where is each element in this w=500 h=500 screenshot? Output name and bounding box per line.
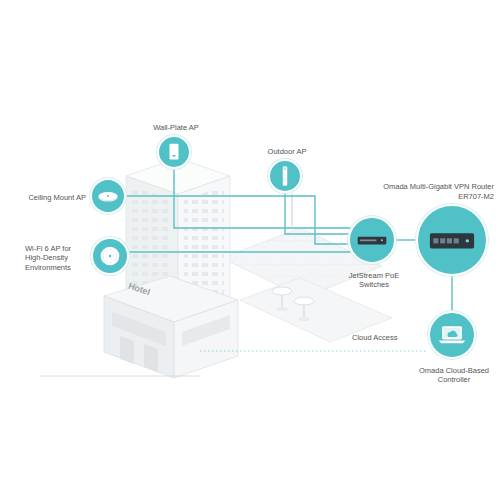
device-icon (92, 180, 124, 212)
device-icon (270, 161, 300, 191)
node-label: Wall-Plate AP (153, 123, 199, 132)
device-icon (159, 137, 189, 167)
node-label: Ceiling Mount AP (28, 193, 86, 202)
cloud-controller: Omada Cloud-Based Controller (428, 311, 476, 359)
wifi6-ap: Wi-Fi 6 AP for High-Density Environments (91, 237, 129, 275)
network-link (285, 193, 349, 234)
node-label: JetStream PoE Switches (343, 271, 405, 290)
device-icon (93, 239, 127, 273)
network-link (129, 251, 352, 252)
hotel-sign: Hotel (127, 281, 152, 298)
node-label: Wi-Fi 6 AP for High-Density Environments (25, 244, 87, 272)
outdoor-ap: Outdoor AP (268, 159, 302, 193)
umbrella (272, 287, 314, 321)
vpn-router: Omada Multi-Gigabit VPN Router ER707-M2 (416, 204, 488, 276)
poe-switch: JetStream PoE Switches (348, 216, 396, 264)
node-label: Outdoor AP (268, 147, 307, 156)
cloud-access-label: Cloud Access (352, 333, 397, 342)
wall-plate-ap: Wall-Plate AP (157, 135, 191, 169)
ceiling-ap: Ceiling Mount AP (90, 178, 126, 214)
device-icon (350, 218, 394, 262)
device-icon (430, 313, 474, 357)
node-label: Omada Multi-Gigabit VPN Router ER707-M2 (376, 182, 494, 201)
node-label: Omada Cloud-Based Controller (412, 366, 496, 385)
network-link (174, 169, 351, 228)
network-link (396, 239, 416, 240)
device-icon (418, 206, 486, 274)
network-link (451, 276, 452, 311)
network-link (126, 196, 348, 244)
